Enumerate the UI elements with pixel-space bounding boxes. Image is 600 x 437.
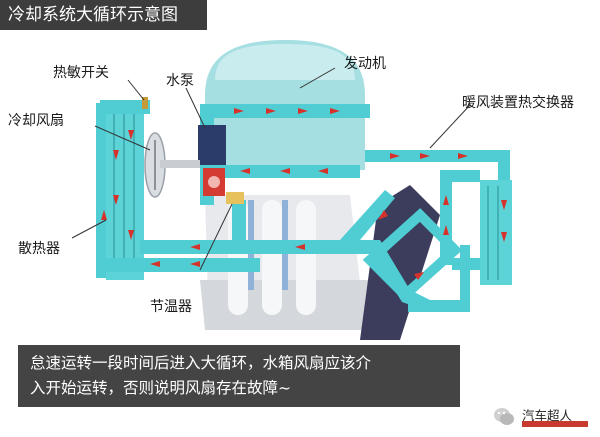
flow-arrow — [295, 244, 305, 250]
coolant-thermostat-down — [232, 200, 246, 254]
flow-arrow — [113, 195, 119, 205]
flow-arrow — [390, 153, 400, 159]
dark-pipe — [360, 185, 440, 340]
flow-arrow — [150, 261, 160, 267]
flow-arrow — [378, 210, 388, 220]
watermark-logo: 汽车超人 — [492, 405, 592, 429]
radiator-left-edge — [96, 103, 106, 278]
thermo-switch — [142, 97, 148, 109]
diagram-title: 冷却系统大循环示意图 — [0, 0, 207, 30]
coolant-bottom-loop — [408, 245, 470, 312]
flow-arrow — [414, 272, 424, 280]
flow-arrows — [101, 108, 507, 280]
caption-box: 怠速运转一段时间后进入大循环，水箱风扇应该介 入开始运转，否则说明风扇存在故障~ — [18, 345, 460, 407]
leader-line-thermo-switch — [127, 79, 145, 101]
label-thermo-switch: 热敏开关 — [53, 65, 109, 81]
flow-arrow — [128, 130, 134, 140]
engine-rib — [262, 200, 282, 315]
coolant-bottom-main — [140, 240, 320, 254]
engine-head-top — [215, 44, 355, 80]
leader-line-water-pump — [185, 87, 206, 129]
coolant-return-right — [340, 190, 395, 252]
label-heater-core: 暖风装置热交换器 — [462, 95, 574, 111]
flow-arrow — [318, 168, 328, 174]
thermostat — [226, 192, 244, 204]
label-radiator: 散热器 — [18, 241, 60, 257]
fan-shaft — [160, 160, 200, 168]
coolant-lower-right — [320, 240, 430, 312]
flow-arrow — [420, 153, 430, 159]
water-pump — [198, 125, 226, 165]
caption-line-2: 入开始运转，否则说明风扇存在故障~ — [30, 379, 291, 397]
flow-arrow — [501, 232, 507, 242]
flow-arrow — [234, 108, 244, 114]
watermark-underline — [522, 421, 588, 427]
caption-line-1: 怠速运转一段时间后进入大循环，水箱风扇应该介 — [30, 354, 372, 372]
flow-arrow — [101, 210, 107, 220]
leader-line-engine — [299, 67, 336, 89]
flow-arrow — [443, 225, 449, 235]
flow-arrow — [443, 195, 449, 205]
coolant-pump-channel — [200, 165, 360, 205]
wechat-icon — [494, 408, 514, 425]
flow-arrow — [190, 244, 200, 250]
flow-arrow — [501, 200, 507, 210]
leader-line-cooling-fan — [94, 125, 151, 151]
flow-arrow — [330, 108, 340, 114]
leader-line-thermostat — [199, 203, 233, 271]
flow-arrow — [128, 230, 134, 240]
heater-core — [480, 180, 512, 285]
label-water-pump: 水泵 — [166, 73, 194, 89]
flow-arrow — [240, 168, 250, 174]
coolant-bottom-return — [100, 258, 260, 272]
coolant-head-channel — [200, 104, 370, 150]
radiator-core — [106, 100, 144, 280]
flow-arrow — [280, 168, 290, 174]
flow-arrow — [298, 108, 308, 114]
coolant-heater-loop — [430, 150, 510, 180]
coolant-top-link — [100, 100, 150, 114]
flow-arrow — [113, 150, 119, 160]
engine-rib — [296, 200, 316, 315]
label-thermostat: 节温器 — [150, 299, 192, 315]
leader-line-heater — [429, 104, 471, 149]
leader-line-radiator — [71, 219, 107, 239]
flow-arrow — [190, 261, 200, 267]
flow-arrow — [458, 153, 468, 159]
flow-arrow — [266, 108, 276, 114]
label-cooling-fan: 冷却风扇 — [8, 113, 64, 129]
watermark-text: 汽车超人 — [522, 408, 573, 423]
water-pump-impeller — [208, 176, 220, 188]
label-engine: 发动机 — [344, 56, 386, 72]
leader-lines — [71, 67, 471, 271]
